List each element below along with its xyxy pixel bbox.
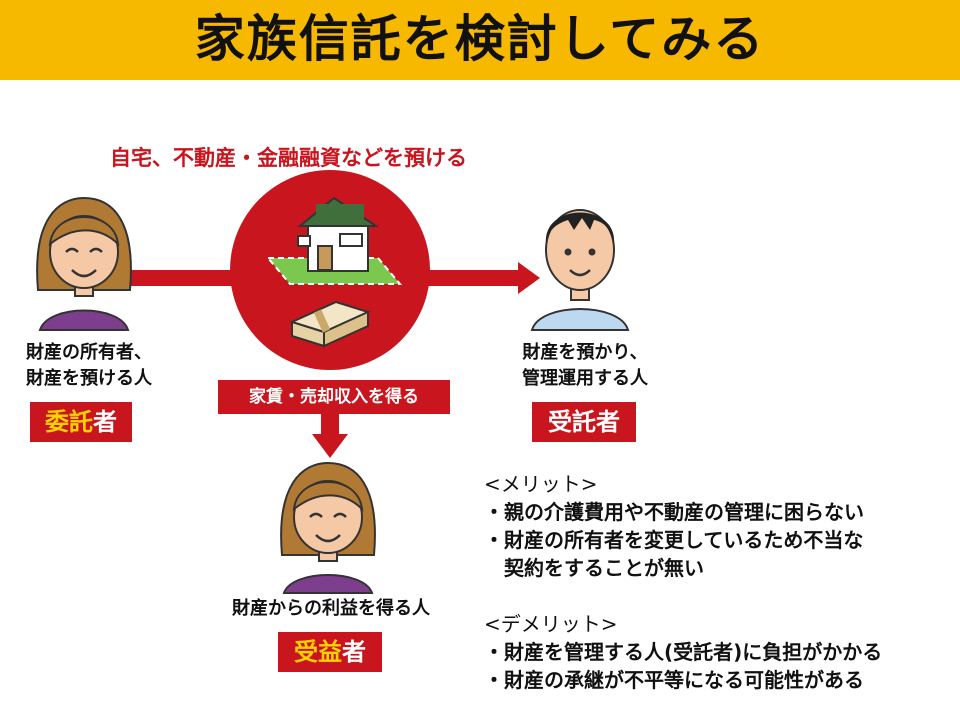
notes-spacer bbox=[484, 582, 954, 610]
beneficiary-role-main: 受益 bbox=[294, 638, 342, 666]
benefit-arrow-head bbox=[312, 434, 348, 458]
beneficiary-badge: 受益者 bbox=[278, 632, 382, 672]
beneficiary-avatar bbox=[280, 461, 376, 594]
notes-panel: <メリット> ・親の介護費用や不動産の管理に困らない ・財産の所有者を変更してい… bbox=[484, 470, 954, 694]
merits-heading: <メリット> bbox=[484, 472, 598, 496]
settlor-caption: 財産の所有者、 財産を預ける人 bbox=[4, 340, 174, 392]
settlor-avatar bbox=[36, 196, 132, 331]
demerits-heading: <デメリット> bbox=[484, 612, 618, 636]
trustee-caption: 財産を預かり、 管理運用する人 bbox=[500, 340, 670, 392]
merit-item: ・親の介護費用や不動産の管理に困らない bbox=[484, 500, 864, 524]
settlor-badge: 委託者 bbox=[30, 402, 132, 442]
asset-caption: 自宅、不動産・金融融資などを預ける bbox=[110, 146, 467, 170]
trustee-avatar bbox=[530, 209, 630, 331]
trustee-badge: 受託者 bbox=[532, 402, 636, 442]
title-banner bbox=[0, 0, 960, 80]
beneficiary-caption: 財産からの利益を得る人 bbox=[232, 598, 430, 619]
trustee-caption-line2: 管理運用する人 bbox=[522, 368, 648, 389]
settlor-caption-line1: 財産の所有者、 bbox=[26, 342, 152, 363]
benefit-arrow-shaft bbox=[321, 412, 339, 436]
settlor-role-main: 委託 bbox=[45, 408, 93, 436]
transfer-arrow-head bbox=[518, 262, 540, 294]
flow-label-box bbox=[218, 380, 450, 414]
beneficiary-role-suffix: 者 bbox=[342, 638, 366, 666]
settlor-role-suffix: 者 bbox=[93, 408, 117, 436]
income-flow-label: 家賃・売却収入を得る bbox=[249, 387, 419, 407]
merit-item: ・財産の所有者を変更しているため不当な bbox=[484, 528, 864, 552]
money-icon bbox=[289, 300, 371, 348]
demerit-item: ・財産を管理する人(受託者)に負担がかかる bbox=[484, 640, 883, 664]
house-icon bbox=[265, 196, 403, 285]
trustee-caption-line1: 財産を預かり、 bbox=[522, 342, 648, 363]
page-title: 家族信託を検討してみる bbox=[194, 10, 766, 68]
settlor-caption-line2: 財産を預ける人 bbox=[26, 368, 152, 389]
demerit-item: ・財産の承継が不平等になる可能性がある bbox=[484, 668, 864, 692]
merit-item-continuation: 契約をすることが無い bbox=[504, 556, 704, 580]
